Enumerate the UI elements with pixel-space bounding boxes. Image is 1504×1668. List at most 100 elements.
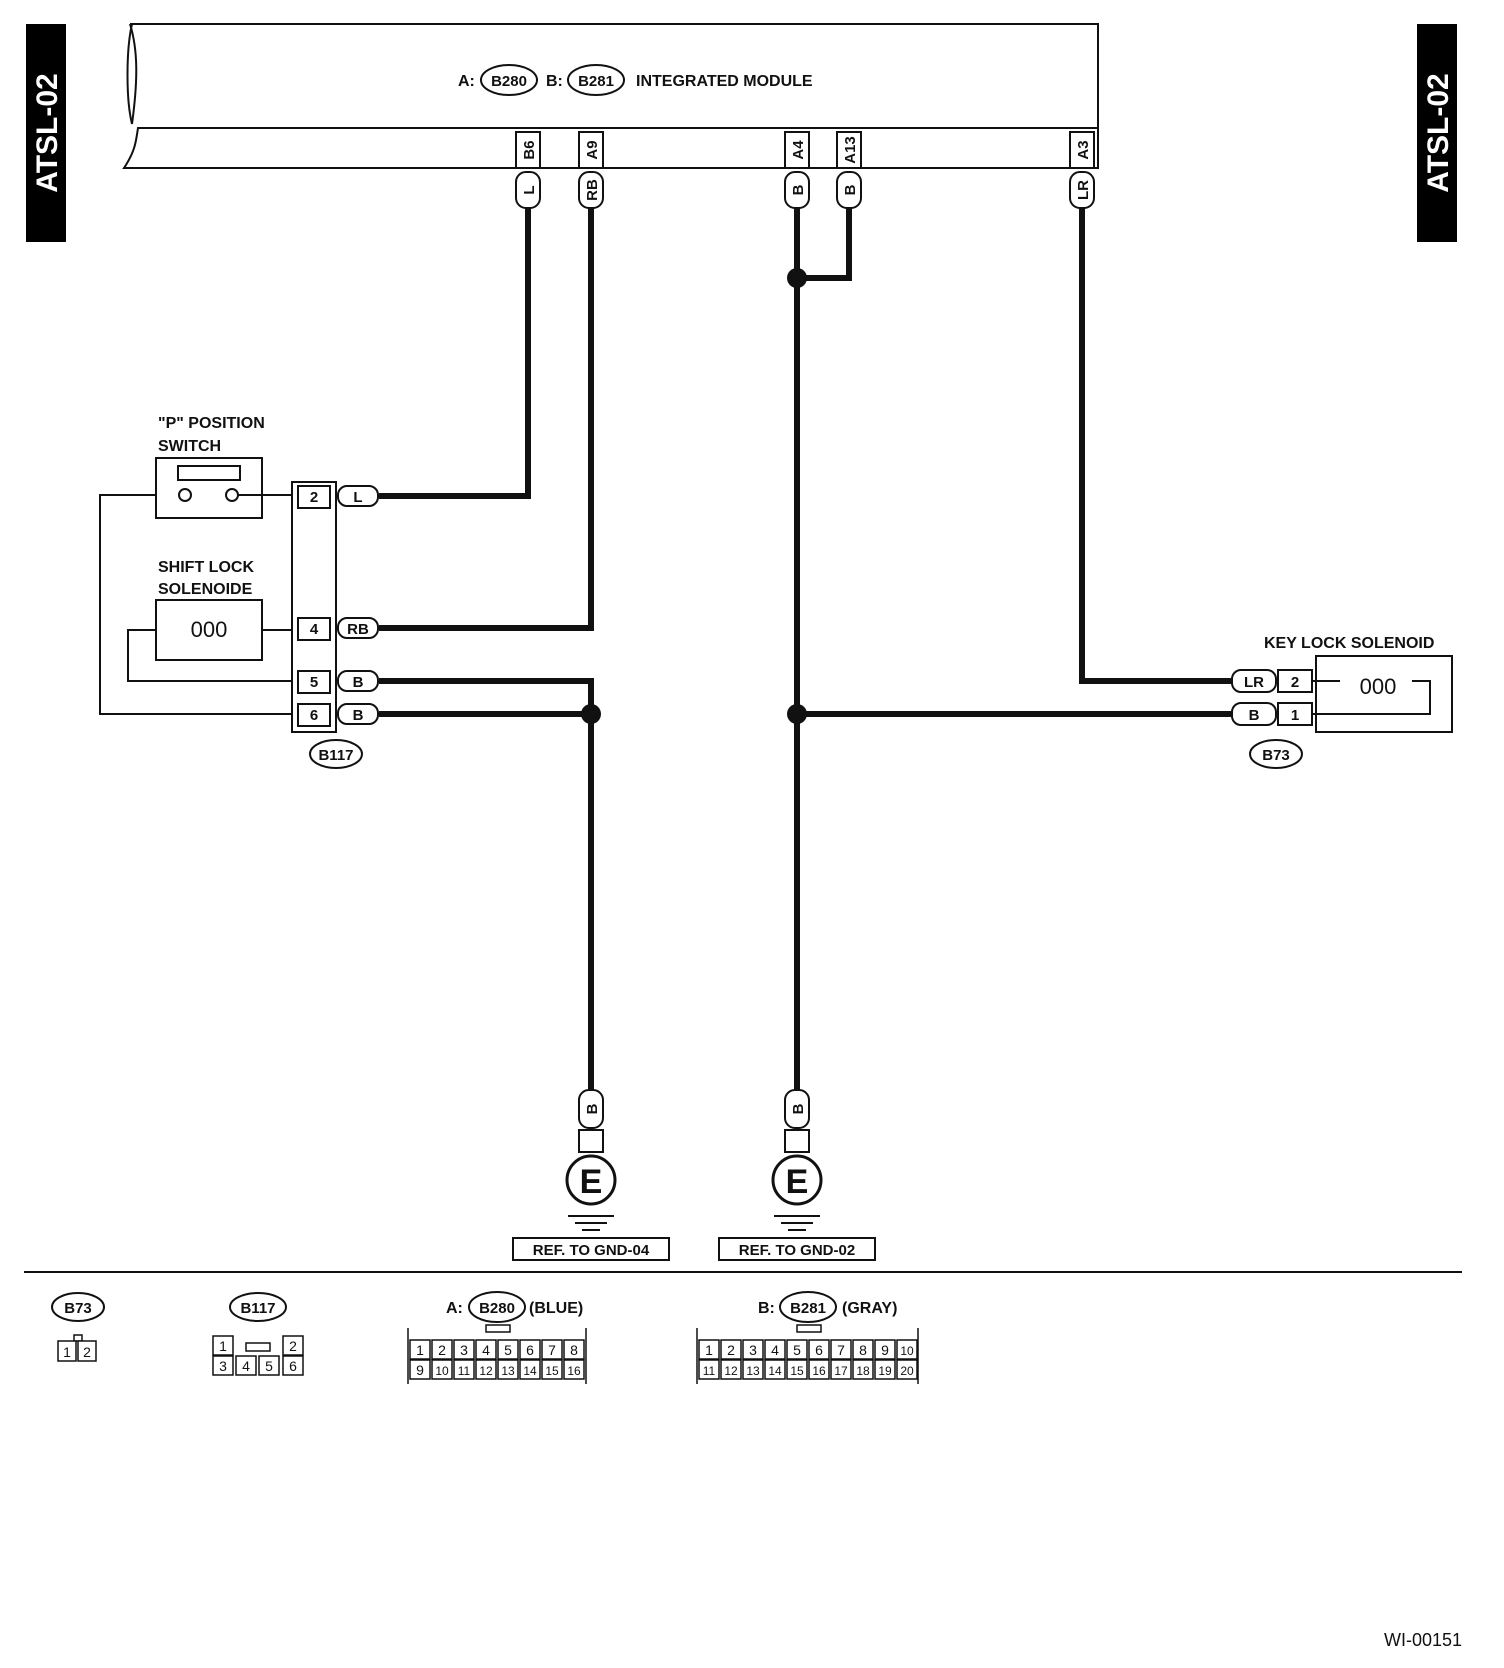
pin-cell [431, 1339, 453, 1360]
svg-text:(GRAY): (GRAY) [842, 1300, 897, 1317]
pin-number: 3 [749, 1342, 757, 1358]
figure-id: WI-00151 [1384, 1630, 1462, 1650]
side-tab-left-label: ATSL-02 [31, 73, 64, 192]
pin-number: 6 [526, 1342, 534, 1358]
svg-text:2: 2 [83, 1344, 91, 1360]
svg-text:A:: A: [446, 1300, 463, 1317]
legend-b73: B73 1 2 [51, 1292, 105, 1362]
pin-number: 5 [504, 1342, 512, 1358]
pin-cell [519, 1359, 541, 1380]
svg-text:B:: B: [758, 1300, 775, 1317]
wires [379, 207, 1235, 1093]
pin-cell [431, 1359, 453, 1380]
module-pin: B6 L [515, 131, 541, 209]
wire-lr [1079, 207, 1235, 684]
pin-cell [830, 1339, 852, 1360]
pin-number: 12 [479, 1364, 493, 1378]
pin-number: 13 [746, 1364, 760, 1378]
module-pin: A13 B [836, 131, 862, 209]
svg-text:A3: A3 [1075, 140, 1092, 159]
shift-lock-label-1: SHIFT LOCK [158, 559, 254, 576]
pin-number: 9 [416, 1362, 424, 1378]
pin-cell [475, 1359, 497, 1380]
svg-text:B: B [790, 184, 807, 195]
svg-text:A13: A13 [842, 136, 859, 164]
pin-cell [453, 1339, 475, 1360]
svg-text:5: 5 [310, 674, 318, 691]
ground-left-ref: REF. TO GND-04 [533, 1242, 650, 1259]
pin-cell [896, 1339, 918, 1360]
svg-text:RB: RB [584, 179, 601, 201]
pin-number: 20 [900, 1364, 914, 1378]
legend-b117: B117 1 2 3 4 5 6 [212, 1292, 304, 1376]
pin-cell [874, 1359, 896, 1380]
ground-left-symbol: E [580, 1163, 603, 1201]
pin-number: 1 [705, 1342, 713, 1358]
pin-number: 18 [856, 1364, 870, 1378]
p-switch-label-2: SWITCH [158, 438, 221, 455]
pin-number: 15 [790, 1364, 804, 1378]
module-conn-a-oval [480, 64, 538, 96]
pin-number: 15 [545, 1364, 559, 1378]
pin-number: 2 [438, 1342, 446, 1358]
svg-text:B6: B6 [521, 140, 538, 159]
side-tab-right-label: ATSL-02 [1422, 73, 1455, 192]
module-conn-b: B281 [578, 73, 614, 90]
svg-text:4: 4 [310, 621, 319, 638]
pin-number: 11 [458, 1364, 471, 1378]
pin-number: 11 [703, 1364, 716, 1378]
pin-cell [497, 1339, 519, 1360]
connector-b117: 2 L 4 RB 5 B 6 B B117 [291, 481, 379, 769]
pin-cell [409, 1359, 431, 1380]
side-tab-right: ATSL-02 [1417, 24, 1457, 242]
splice-ground-left [581, 704, 601, 724]
ground-left: B E REF. TO GND-04 [512, 1089, 670, 1261]
pin-cell [698, 1339, 720, 1360]
key-lock-connector: B73 [1262, 747, 1290, 764]
svg-text:3: 3 [219, 1358, 227, 1374]
pin-cell [497, 1359, 519, 1380]
pin-cell [742, 1339, 764, 1360]
svg-text:B280: B280 [479, 1300, 515, 1317]
pin-number: 19 [878, 1364, 892, 1378]
p-switch-label-1: "P" POSITION [158, 415, 265, 432]
splice-ground-right [787, 704, 807, 724]
pin-number: 10 [435, 1364, 449, 1378]
svg-text:B: B [790, 1103, 807, 1114]
pin-number: 13 [501, 1364, 515, 1378]
svg-text:L: L [353, 489, 362, 506]
ground-right-symbol: E [786, 1163, 809, 1201]
module-conn-b-oval [567, 64, 625, 96]
pin-number: 16 [812, 1364, 826, 1378]
pin-cell [874, 1339, 896, 1360]
pin-cell [830, 1359, 852, 1380]
integrated-module: A: B280 B: B281 INTEGRATED MODULE [122, 23, 1099, 169]
pin-cell [852, 1339, 874, 1360]
pin-number: 16 [567, 1364, 581, 1378]
pin-cell [720, 1359, 742, 1380]
pin-cell [453, 1359, 475, 1380]
svg-text:1: 1 [219, 1338, 227, 1354]
module-pin: A9 RB [578, 131, 604, 209]
svg-text:B: B [353, 674, 364, 691]
pin-cell [541, 1359, 563, 1380]
pin-cell [563, 1339, 585, 1360]
shift-lock-coil: 000 [191, 617, 228, 642]
svg-text:B: B [353, 707, 364, 724]
svg-text:2: 2 [310, 489, 318, 506]
svg-text:4: 4 [242, 1358, 250, 1374]
pin-cell [519, 1339, 541, 1360]
shift-lock-label-2: SOLENOIDE [158, 581, 253, 598]
p-position-switch: "P" POSITION SWITCH [99, 415, 296, 715]
svg-text:5: 5 [265, 1358, 273, 1374]
svg-text:B117: B117 [240, 1300, 275, 1317]
side-tab-left: ATSL-02 [26, 24, 66, 242]
key-lock-solenoid: KEY LOCK SOLENOID LR 2 B 1 000 B73 [1231, 635, 1453, 769]
svg-text:L: L [521, 185, 538, 194]
pin-number: 6 [815, 1342, 823, 1358]
svg-text:6: 6 [289, 1358, 297, 1374]
splice-a4-a13 [787, 268, 807, 288]
